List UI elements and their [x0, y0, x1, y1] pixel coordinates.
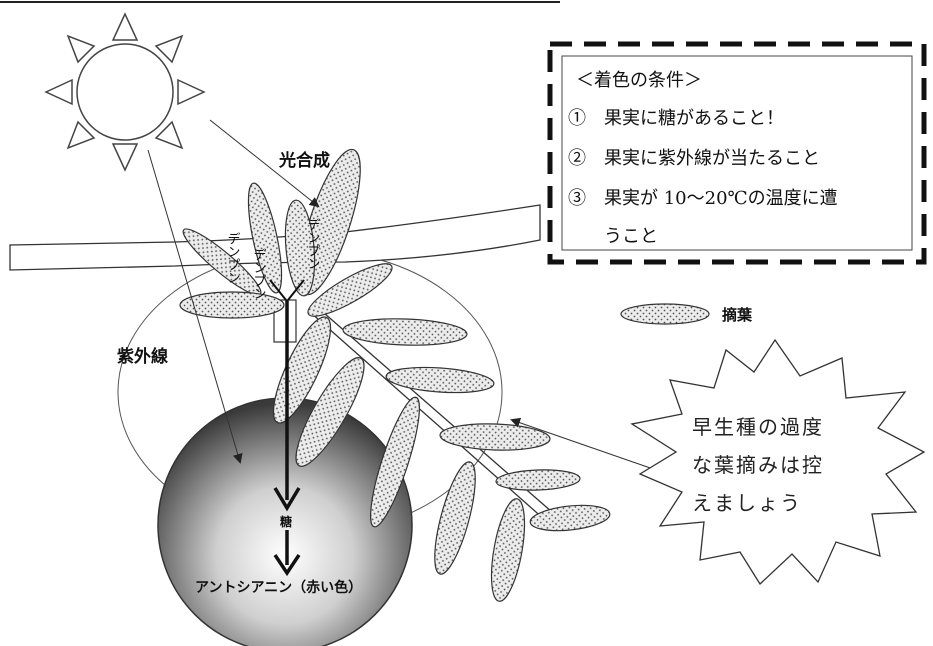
callout-starburst: 早生種の過度 な葉摘みは控 えましょう — [630, 338, 926, 586]
label-sugar: 糖 — [280, 514, 292, 529]
uv-ray-arrow — [147, 149, 243, 464]
flow-arrows — [269, 279, 305, 577]
leaves — [179, 148, 611, 602]
label-anthocyanin: アントシアニン（赤い色） — [195, 579, 362, 596]
label-uv: 紫外線 — [117, 346, 168, 367]
legend-leaf-icon — [620, 303, 710, 325]
label-starch-1: デンプン — [225, 232, 240, 284]
callout-line-1: 早生種の過度 — [692, 415, 824, 439]
light-ray-arrow — [209, 119, 320, 208]
callout-pointer — [510, 417, 657, 471]
condition-1: ① 果実に糖があること！ — [568, 108, 784, 129]
conditions-box: ＜着色の条件＞ ① 果実に糖があること！ ② 果実に紫外線が当たること ③ 果実… — [547, 41, 927, 265]
condition-2: ② 果実に紫外線が当たること — [568, 148, 820, 169]
label-photosynthesis: 光合成 — [278, 150, 330, 171]
label-starch-2: デンプン — [251, 248, 266, 300]
callout-line-3: えましょう — [692, 491, 802, 515]
callout-line-2: な葉摘みは控 — [692, 453, 824, 477]
sun-icon — [44, 12, 206, 172]
conditions-title: ＜着色の条件＞ — [576, 70, 702, 91]
label-starch-3: デンプン — [305, 218, 320, 270]
condition-3-cont: うこと — [568, 226, 658, 247]
label-defoliation: 摘葉 — [722, 306, 753, 324]
condition-3: ③ 果実が 10～20℃の温度に遭 — [568, 188, 838, 209]
